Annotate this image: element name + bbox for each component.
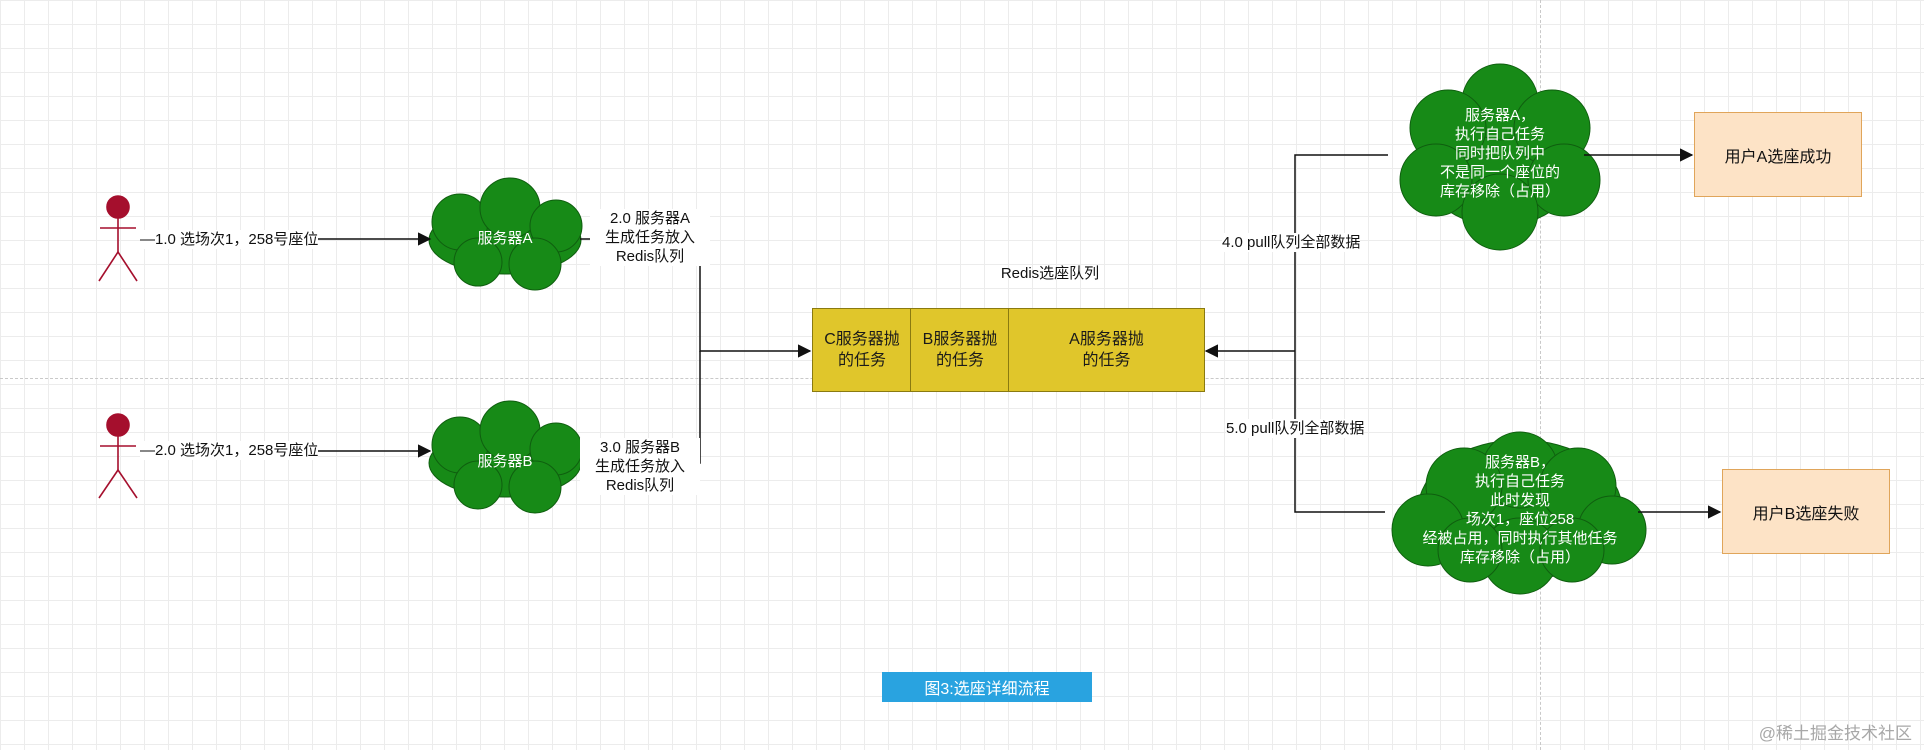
worker-a-label: 服务器A， 执行自己任务 同时把队列中 不是同一个座位的 库存移除（占用） <box>1439 107 1560 200</box>
worker-b-cloud-shape <box>1391 431 1647 595</box>
server-b-push-label: 3.0 服务器B 生成任务放入 Redis队列 <box>580 438 700 495</box>
user-a-actor-icon <box>98 195 138 282</box>
arrow-pull-to-queue <box>1294 154 1388 513</box>
user-a-request-label: —1.0 选场次1，258号座位 <box>140 230 319 249</box>
server-b-label: 服务器B <box>477 453 533 470</box>
result-user-a-success: 用户A选座成功 <box>1694 112 1862 197</box>
user-b-request-label: —2.0 选场次1，258号座位 <box>140 441 319 460</box>
result-user-b-fail: 用户B选座失败 <box>1722 469 1890 554</box>
queue-cell-c: C服务器抛 的任务 <box>812 308 912 392</box>
watermark: @稀土掘金技术社区 <box>1758 724 1912 743</box>
server-a-push-label: 2.0 服务器A 生成任务放入 Redis队列 <box>590 209 710 266</box>
worker-a-cloud-shape <box>1399 63 1601 251</box>
pull-label-5: 5.0 pull队列全部数据 <box>1226 419 1365 438</box>
queue-cell-a: A服务器抛 的任务 <box>1008 308 1205 392</box>
server-b-cloud-shape <box>428 400 583 514</box>
page-boundary-vertical <box>1540 0 1541 750</box>
pull-label-4: 4.0 pull队列全部数据 <box>1222 233 1361 252</box>
queue-cell-b: B服务器抛 的任务 <box>910 308 1010 392</box>
figure-caption: 图3:选座详细流程 <box>882 672 1092 702</box>
server-a-label: 服务器A <box>477 230 533 247</box>
server-a-cloud-shape <box>428 177 583 291</box>
queue-title: Redis选座队列 <box>1000 265 1100 282</box>
user-b-actor-icon <box>98 413 138 499</box>
worker-b-label: 服务器B， 执行自己任务 此时发现 场次1，座位258 经被占用，同时执行其他任… <box>1422 454 1618 566</box>
